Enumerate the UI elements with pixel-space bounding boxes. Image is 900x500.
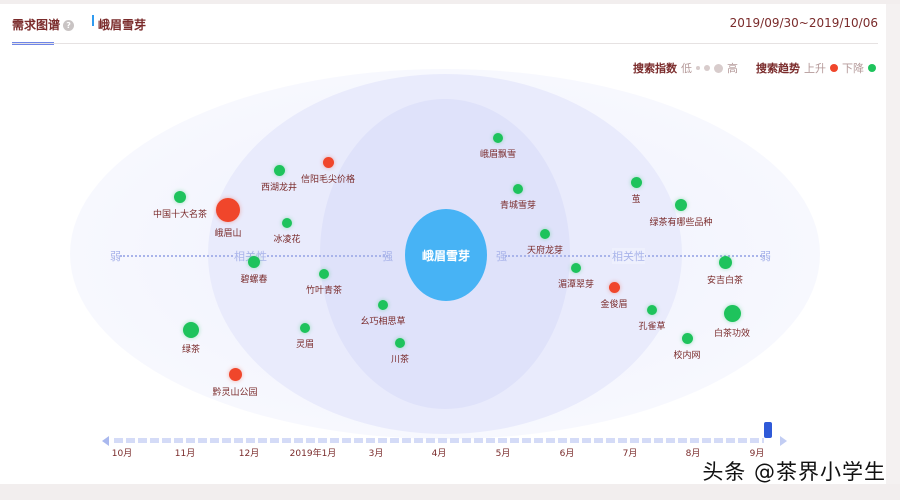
timeline-tick: 5月 <box>495 449 511 459</box>
keyword-node[interactable] <box>228 367 242 381</box>
keyword-node-label: 绿茶 <box>181 345 201 355</box>
size-small-icon <box>696 66 700 70</box>
keyword-node-label: 安吉白茶 <box>706 275 744 286</box>
trend-up-dot-icon <box>830 64 838 72</box>
size-medium-icon <box>704 65 710 71</box>
keyword-node-label: 信阳毛尖价格 <box>300 174 356 185</box>
timeline-slider[interactable]: 10月 11月 12月 2019年1月 3月 4月 5月 6月 7月 8月 9月 <box>100 422 790 466</box>
keyword-node-label: 黔灵山公园 <box>212 387 258 398</box>
timeline-tick: 4月 <box>431 449 447 459</box>
relevance-chart: 弱 相关性 强 强 相关性 弱 峨眉雪芽 中国十大名茶峨眉山西湖龙井信阳毛尖价格… <box>70 69 820 439</box>
keyword-node[interactable] <box>493 133 503 143</box>
demand-graph-panel: 需求图谱? 峨眉雪芽 2019/09/30~2019/10/06 搜索指数 低 … <box>0 4 886 484</box>
timeline-tick: 11月 <box>174 449 196 459</box>
timeline-handle[interactable] <box>764 422 772 438</box>
keyword-node-label: 峨眉飘雪 <box>479 150 517 160</box>
keyword-node-label: 中国十大名茶 <box>152 210 208 220</box>
keyword-node[interactable] <box>216 198 240 222</box>
keyword-node[interactable] <box>322 156 334 168</box>
timeline-next-icon[interactable] <box>780 436 787 446</box>
keyword-node[interactable] <box>608 281 620 293</box>
keyword-node-label: 冰凌花 <box>273 235 301 245</box>
legend-high: 高 <box>727 62 738 75</box>
keyword-node-label: 碧螺春 <box>240 275 268 285</box>
trend-down-dot-icon <box>868 64 876 72</box>
keyword-node[interactable] <box>273 164 285 176</box>
legend: 搜索指数 低 高 搜索趋势 上升 下降 <box>633 60 876 76</box>
keyword-node-label: 西湖龙井 <box>260 182 298 193</box>
keyword-node[interactable] <box>248 256 260 268</box>
axis-strong-left: 强 <box>382 250 393 263</box>
date-range: 2019/09/30~2019/10/06 <box>729 16 878 30</box>
legend-search-index-label: 搜索指数 <box>633 62 677 75</box>
keyword-node[interactable] <box>395 338 405 348</box>
keyword-node-label: 灵眉 <box>295 340 315 350</box>
keyword-node[interactable] <box>513 184 523 194</box>
timeline-tick: 9月 <box>749 449 765 459</box>
timeline-tick: 3月 <box>368 449 384 459</box>
timeline-tick: 12月 <box>238 449 260 459</box>
keyword-node[interactable] <box>675 199 687 211</box>
keyword-node-label: 川茶 <box>390 355 410 365</box>
keyword-label: 峨眉雪芽 <box>98 18 147 32</box>
right-edge <box>886 4 900 484</box>
legend-down: 下降 <box>842 62 864 75</box>
help-icon[interactable]: ? <box>63 20 75 31</box>
keyword-node[interactable] <box>319 269 329 279</box>
center-keyword-node[interactable]: 峨眉雪芽 <box>405 209 487 301</box>
keyword-node-label: 青城雪芽 <box>499 201 537 211</box>
keyword-node[interactable] <box>630 176 642 188</box>
axis-relevance-right: 相关性 <box>612 248 645 264</box>
legend-low: 低 <box>681 62 692 75</box>
keyword-node[interactable] <box>681 332 693 344</box>
keyword-node[interactable] <box>282 218 292 228</box>
axis-strong-right: 强 <box>496 250 507 263</box>
keyword-node-label: 校内网 <box>673 350 701 361</box>
keyword-node[interactable] <box>378 300 388 310</box>
keyword-node-label: 峨眉山 <box>214 229 242 239</box>
tab-bar: 需求图谱? 峨眉雪芽 2019/09/30~2019/10/06 <box>0 4 886 45</box>
keyword-node[interactable] <box>571 263 581 273</box>
tab-demand-graph-label: 需求图谱 <box>12 18 61 32</box>
size-large-icon <box>714 63 723 73</box>
keyword-node-label: 茧 <box>631 194 641 205</box>
keyword-node[interactable] <box>540 229 550 239</box>
timeline-tick: 6月 <box>559 449 575 459</box>
timeline-tick: 10月 <box>111 449 133 459</box>
keyword-node-label: 金俊眉 <box>600 299 628 310</box>
timeline-track[interactable] <box>114 438 764 443</box>
axis-weak-right: 弱 <box>760 250 771 263</box>
axis-weak-left: 弱 <box>110 250 121 263</box>
keyword-node[interactable] <box>174 191 186 203</box>
tab-divider <box>12 43 878 44</box>
keyword-node[interactable] <box>647 305 657 315</box>
keyword-marker <box>92 15 94 26</box>
keyword-node-label: 绿茶有哪些品种 <box>649 218 713 228</box>
keyword-node-label: 白茶功效 <box>713 328 751 339</box>
legend-up: 上升 <box>804 62 826 75</box>
watermark: 头条 @茶界小学生 <box>702 460 886 484</box>
keyword-node[interactable] <box>718 255 732 269</box>
timeline-tick: 7月 <box>622 449 638 459</box>
keyword-node[interactable] <box>723 304 741 322</box>
timeline-tick: 2019年1月 <box>289 449 337 459</box>
keyword-node-label: 竹叶青茶 <box>305 286 343 296</box>
timeline-tick: 8月 <box>685 449 701 459</box>
keyword-node-label: 幺巧相思草 <box>360 317 406 327</box>
legend-trend-label: 搜索趋势 <box>756 62 800 75</box>
keyword-node-label: 天府龙芽 <box>526 246 564 256</box>
keyword-node[interactable] <box>183 322 199 338</box>
keyword-node-label: 湄潭翠芽 <box>557 280 595 290</box>
timeline-prev-icon[interactable] <box>102 436 109 446</box>
tab-demand-graph[interactable]: 需求图谱? <box>12 16 75 33</box>
keyword-node[interactable] <box>300 323 310 333</box>
keyword-node-label: 孔雀草 <box>638 322 666 332</box>
